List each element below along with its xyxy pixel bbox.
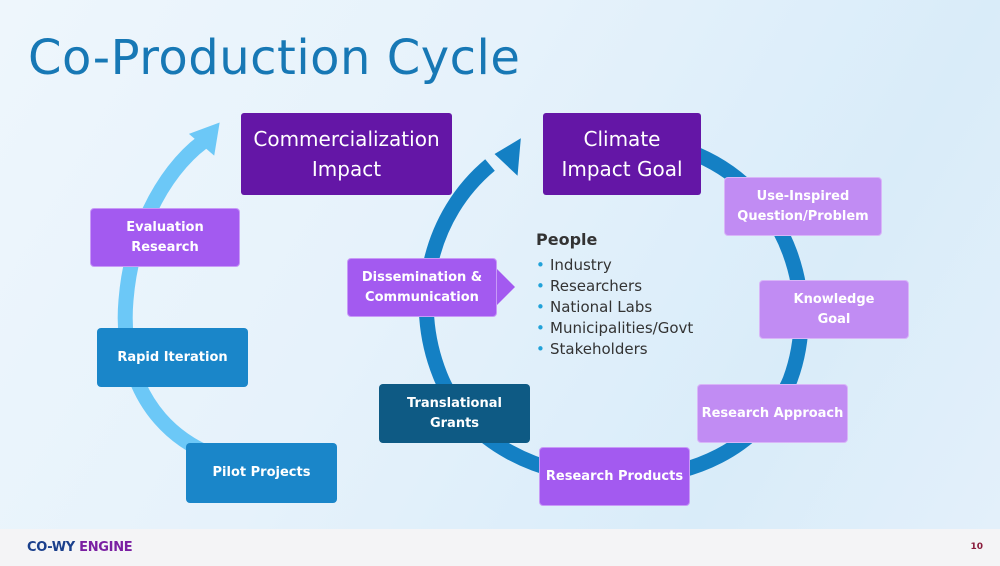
pilot-projects-box: Pilot Projects <box>186 443 337 503</box>
slide-title: Co-Production Cycle <box>28 30 521 86</box>
knowledge-goal-box: Knowledge Goal <box>759 280 909 339</box>
climate-impact-goal-box: Climate Impact Goal <box>543 113 701 195</box>
rapid-iteration-box: Rapid Iteration <box>97 328 248 387</box>
page-number: 10 <box>970 542 983 552</box>
people-list: People Industry Researchers National Lab… <box>536 230 693 360</box>
people-heading: People <box>536 230 598 249</box>
logo-part-2: ENGINE <box>79 540 133 555</box>
research-approach-box: Research Approach <box>697 384 848 443</box>
people-item: Municipalities/Govt <box>536 318 693 339</box>
dissemination-pointer <box>496 268 515 306</box>
translational-grants-box: Translational Grants <box>379 384 530 443</box>
research-products-box: Research Products <box>539 447 690 506</box>
footer-bar <box>0 529 1000 566</box>
use-inspired-question-box: Use-Inspired Question/Problem <box>724 177 882 236</box>
evaluation-research-box: Evaluation Research <box>90 208 240 267</box>
people-item: Researchers <box>536 276 693 297</box>
co-wy-engine-logo: CO-WY ENGINE <box>27 540 133 555</box>
commercialization-impact-box: Commercialization Impact <box>241 113 452 195</box>
dissemination-communication-box: Dissemination & Communication <box>347 258 497 317</box>
left-cycle-arrowhead <box>188 122 220 156</box>
right-cycle-arrowhead <box>494 138 521 176</box>
people-item: National Labs <box>536 297 693 318</box>
people-item: Stakeholders <box>536 339 693 360</box>
logo-part-1: CO-WY <box>27 540 75 555</box>
people-item: Industry <box>536 255 693 276</box>
